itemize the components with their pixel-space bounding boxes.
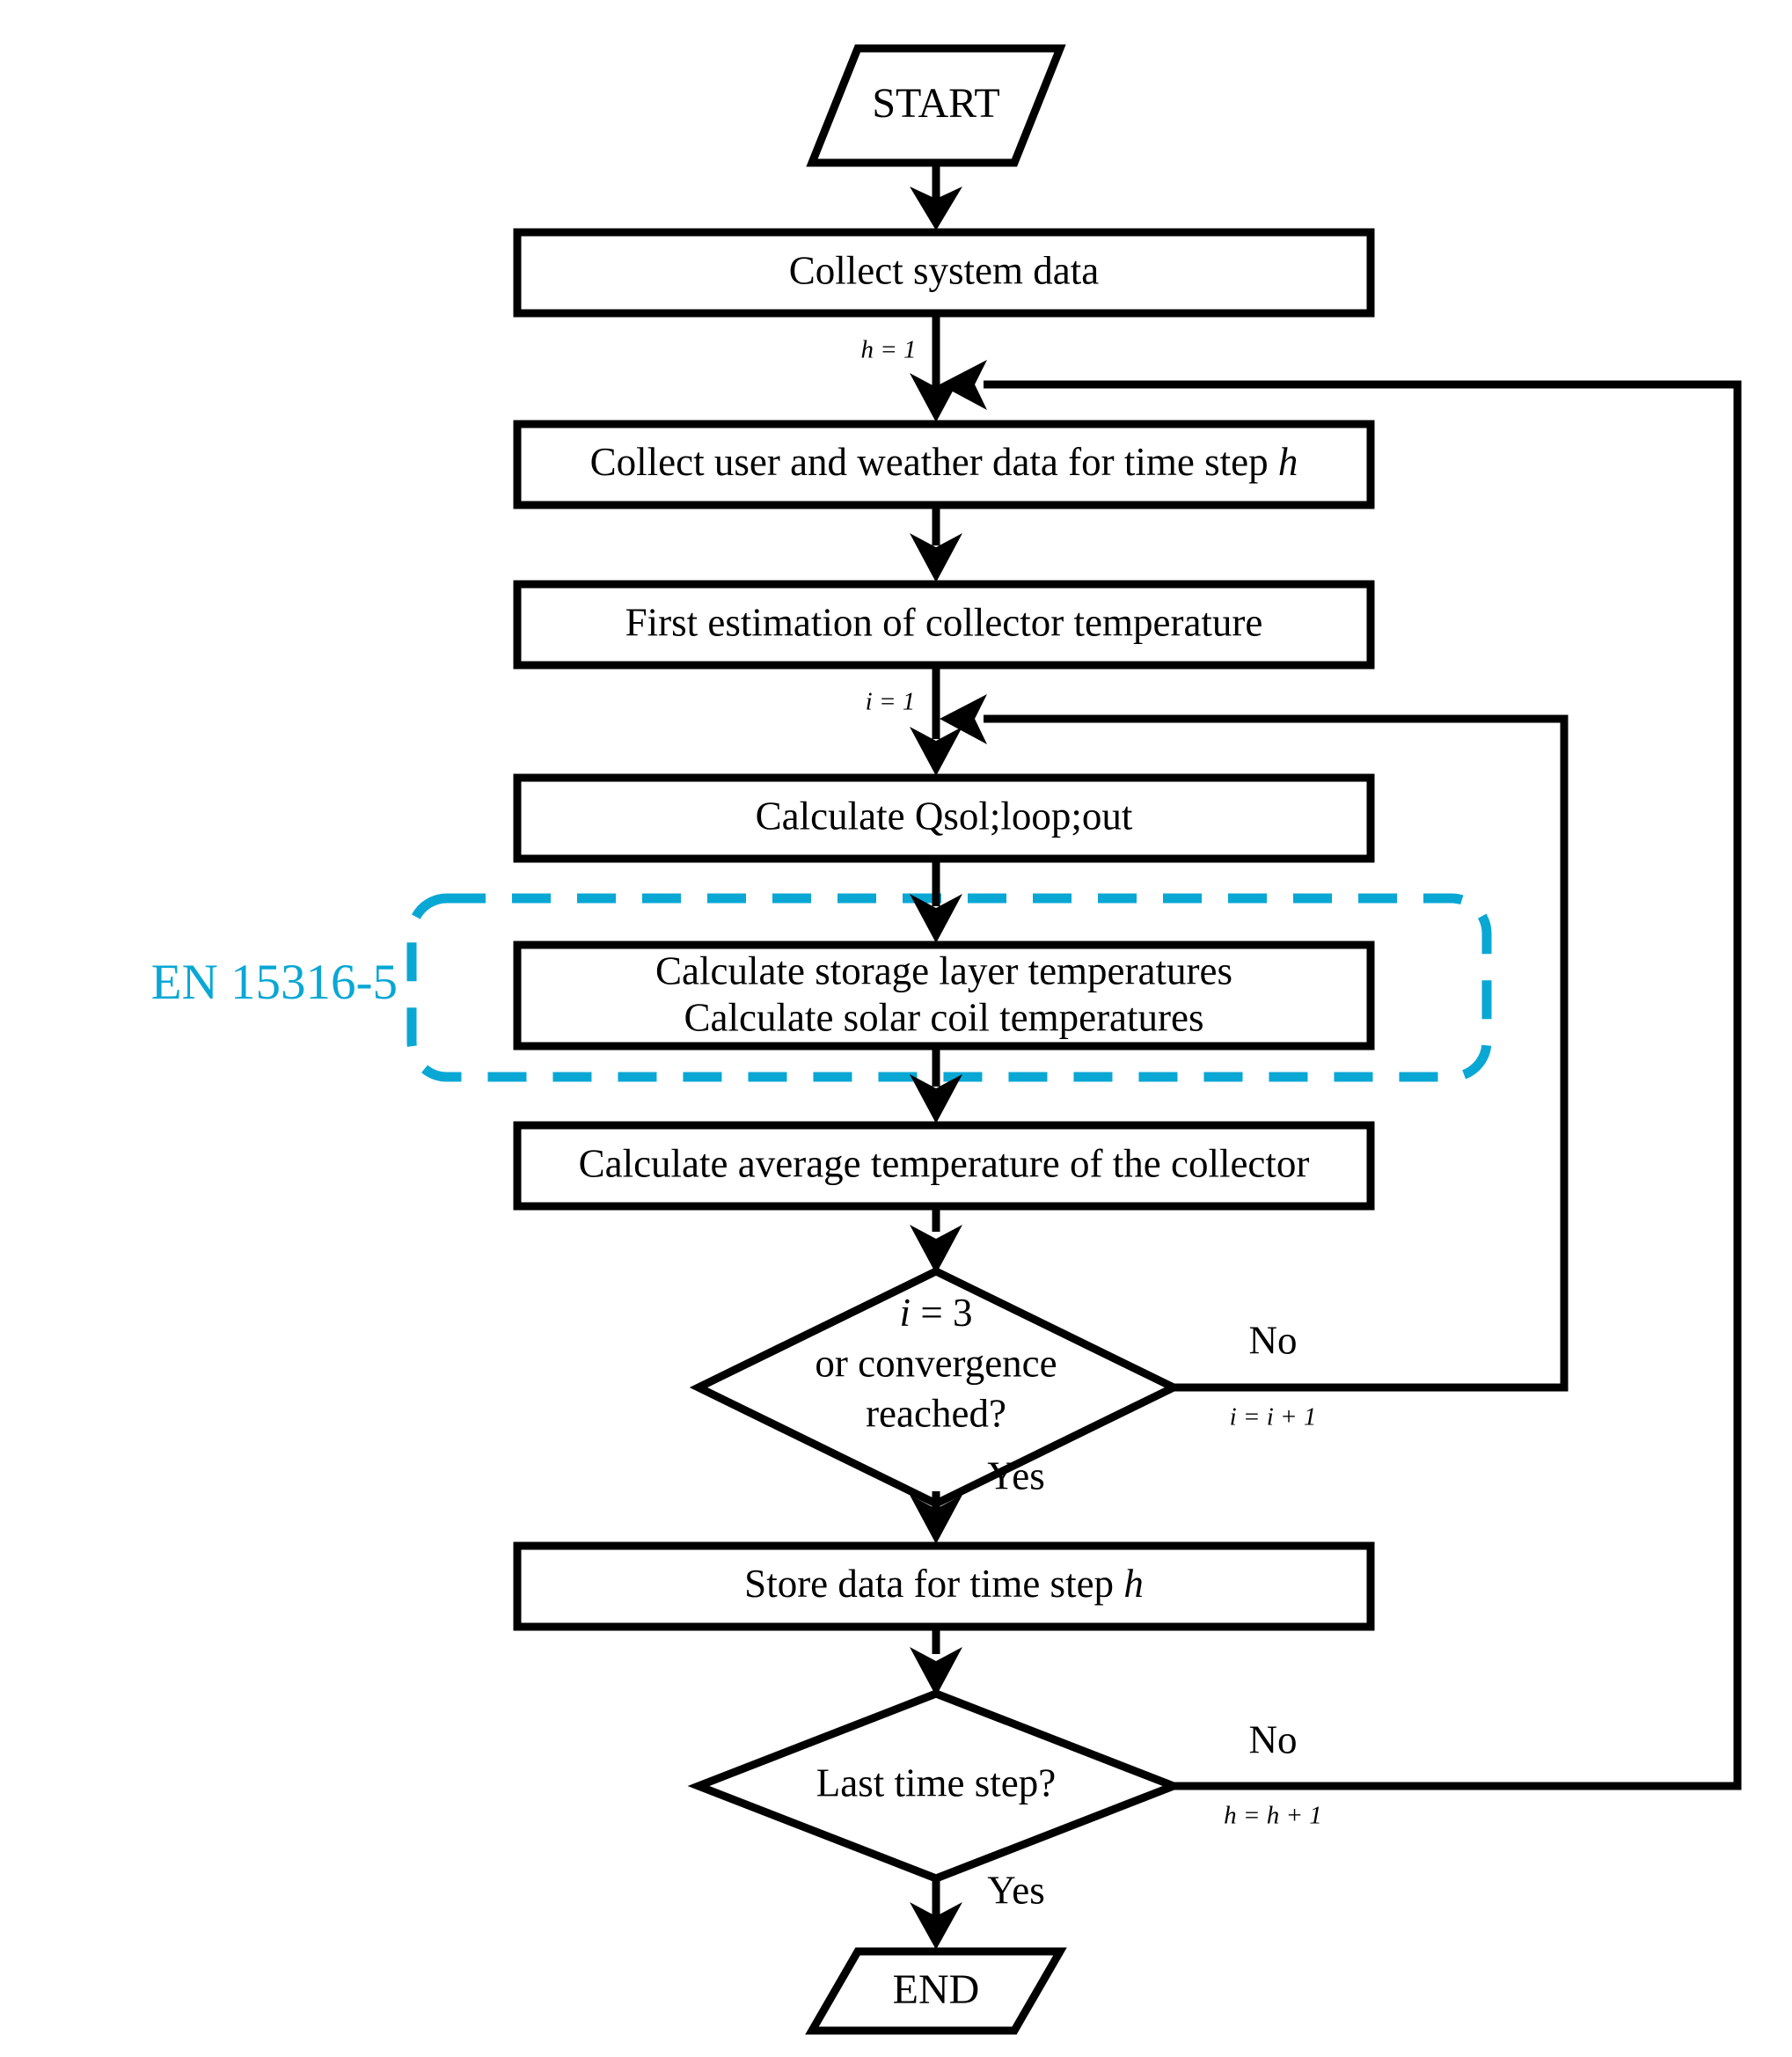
convergence-decision-rest: = 3 <box>911 1291 972 1335</box>
en-15316-5-group-box <box>406 893 1492 1082</box>
end-terminal-shape[interactable] <box>805 1947 1067 2035</box>
calculate-average-label: Calculate average temperature of the col… <box>579 1141 1310 1185</box>
edge-label-last-yes: Yes <box>987 1868 1044 1912</box>
calculate-qsol-box[interactable] <box>513 773 1375 863</box>
store-data-box[interactable] <box>513 1541 1375 1631</box>
convergence-decision-var: i <box>900 1291 911 1335</box>
first-estimation-box[interactable] <box>513 580 1375 670</box>
arrowhead-to-average <box>910 1074 962 1124</box>
first-estimation-label: First estimation of collector temperatur… <box>625 600 1263 644</box>
arrowhead-to-storage <box>910 894 962 943</box>
collect-system-data-label: Collect system data <box>789 248 1099 292</box>
start-terminal-shape[interactable] <box>806 44 1066 167</box>
store-data-label: Store data for time step h <box>744 1562 1144 1606</box>
collect-user-weather-label: Collect user and weather data for time s… <box>590 440 1298 484</box>
end-label: END <box>893 1966 980 2013</box>
arrowhead-to-first-estimation <box>910 533 962 582</box>
edge-convergence-no-loopback <box>984 714 1569 1392</box>
arrowhead-outer-loop-merge <box>940 360 987 410</box>
arrowhead-to-qsol <box>910 727 962 776</box>
en-15316-5-group-label: EN 15316-5 <box>151 955 398 1010</box>
calculate-storage-line1: Calculate storage layer temperatures <box>655 948 1232 992</box>
edge-label-h-init: h = 1 <box>860 336 916 364</box>
collect-user-weather-box[interactable] <box>513 420 1375 509</box>
edge-label-last-no: No <box>1249 1717 1298 1761</box>
convergence-decision-line1: i = 3 <box>900 1291 973 1335</box>
calculate-storage-line2: Calculate solar coil temperatures <box>684 995 1204 1039</box>
arrowhead-inner-loop-merge <box>940 694 987 744</box>
start-label: START <box>872 80 999 127</box>
arrowhead-to-store-data <box>910 1495 962 1544</box>
arrowhead-to-end <box>910 1902 962 1950</box>
edge-label-convergence-increment: i = i + 1 <box>1230 1403 1317 1431</box>
convergence-decision-line3: reached? <box>866 1391 1006 1435</box>
collect-user-weather-prefix: Collect user and weather data for time s… <box>590 440 1278 484</box>
arrowhead-to-collect-system <box>910 187 962 231</box>
calculate-qsol-label: Calculate Qsol;loop;out <box>756 794 1133 838</box>
collect-user-weather-var: h <box>1278 440 1298 484</box>
calculate-average-box[interactable] <box>513 1121 1375 1211</box>
arrowhead-to-convergence-decision <box>910 1225 962 1274</box>
arrowhead-to-last-decision <box>910 1647 962 1696</box>
convergence-decision-line2: or convergence <box>815 1341 1057 1385</box>
edge-last-step-no-loopback <box>984 380 1742 1790</box>
store-data-var: h <box>1123 1562 1144 1606</box>
edge-label-convergence-yes: Yes <box>987 1453 1044 1497</box>
edge-label-last-increment: h = h + 1 <box>1224 1802 1322 1830</box>
collect-system-data-box[interactable] <box>513 228 1375 318</box>
edge-label-i-init: i = 1 <box>866 688 916 716</box>
edge-label-convergence-no: No <box>1249 1318 1298 1362</box>
calculate-storage-box[interactable] <box>513 941 1375 1050</box>
store-data-prefix: Store data for time step <box>744 1562 1123 1606</box>
last-step-decision-label: Last time step? <box>816 1761 1056 1804</box>
